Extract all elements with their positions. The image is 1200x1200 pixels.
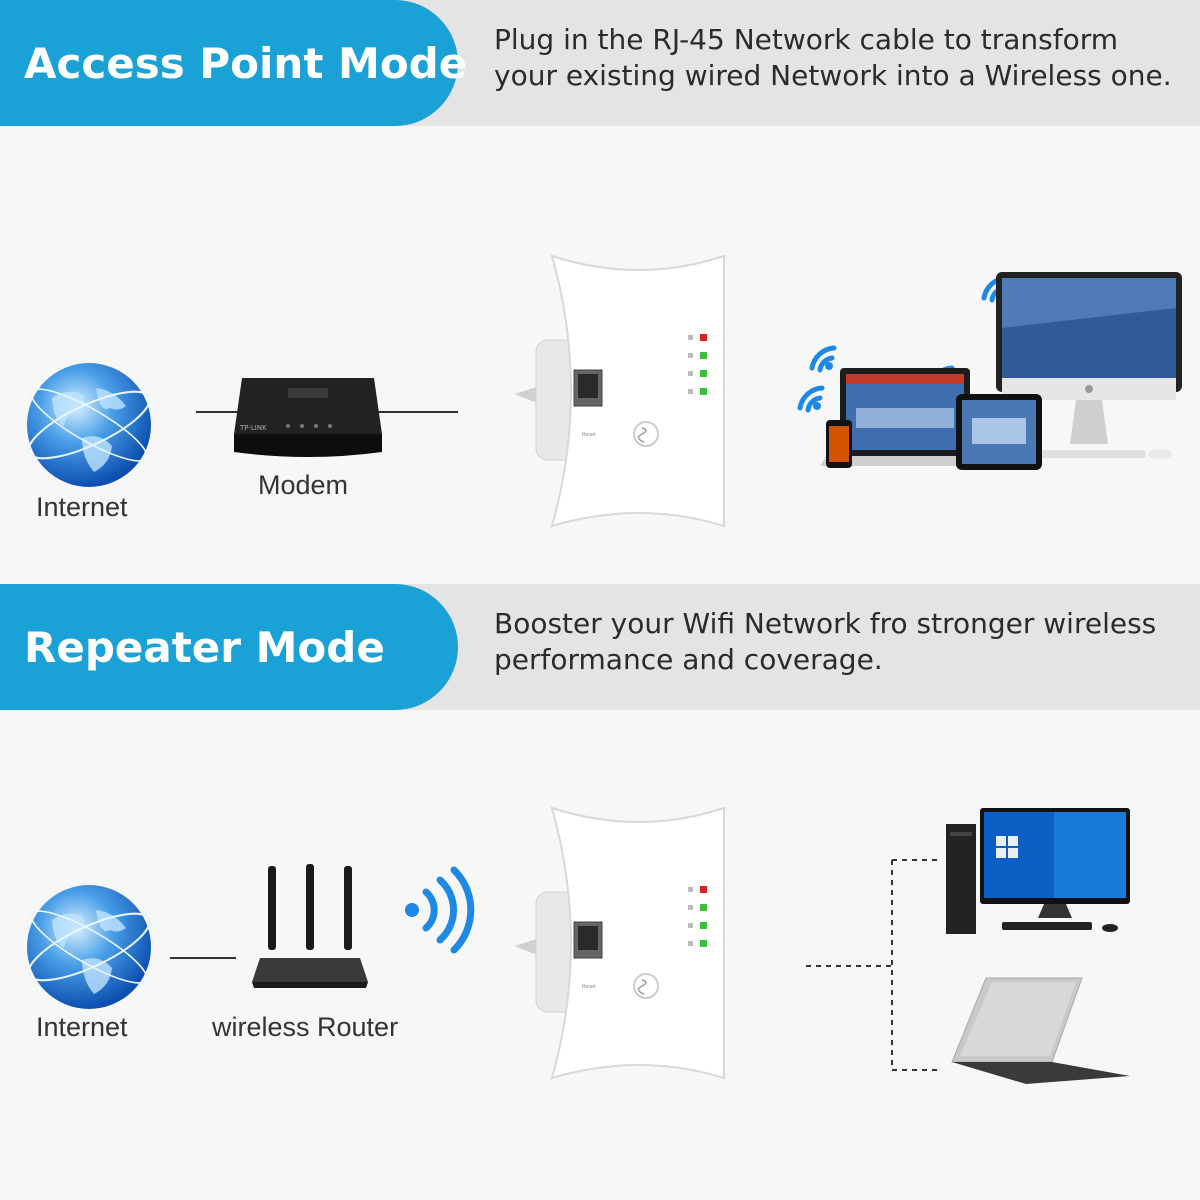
laptop-computer-icon bbox=[951, 977, 1130, 1084]
repeater-cable-line bbox=[170, 957, 236, 959]
repeater-title-pill: Repeater Mode bbox=[0, 584, 458, 710]
internet-globe-icon bbox=[27, 363, 151, 487]
modem-label: Modem bbox=[258, 470, 349, 500]
dashed-connection-lines bbox=[806, 859, 940, 1071]
wifi-waves-icon bbox=[405, 866, 475, 954]
repeater-header: Repeater Mode Booster your Wifi Network … bbox=[0, 584, 1200, 710]
wireless-router-icon bbox=[252, 864, 368, 988]
access-point-header: Access Point Mode Plug in the RJ-45 Netw… bbox=[0, 0, 1200, 126]
reset-label: Reset bbox=[582, 432, 596, 438]
ap-internet-label: Internet bbox=[36, 492, 128, 522]
router-label: wireless Router bbox=[212, 1012, 399, 1042]
internet-globe-icon bbox=[27, 885, 151, 1009]
desktop-computer-icon bbox=[946, 808, 1130, 934]
repeater-device-icon: Reset bbox=[514, 806, 725, 1080]
wireless-devices-group-icon bbox=[797, 272, 1182, 470]
access-point-title-pill: Access Point Mode bbox=[0, 0, 467, 126]
modem-icon: TP-LINK bbox=[234, 378, 382, 457]
modem-brand: TP-LINK bbox=[239, 424, 267, 432]
repeater-description: Booster your Wifi Network fro stronger w… bbox=[494, 607, 1157, 676]
access-point-description: Plug in the RJ-45 Network cable to trans… bbox=[494, 23, 1172, 92]
repeater-device-icon: Reset bbox=[514, 254, 725, 528]
repeater-internet-label: Internet bbox=[36, 1012, 128, 1042]
access-point-title: Access Point Mode bbox=[24, 38, 468, 88]
reset-label: Reset bbox=[582, 984, 596, 990]
repeater-title: Repeater Mode bbox=[24, 622, 385, 672]
